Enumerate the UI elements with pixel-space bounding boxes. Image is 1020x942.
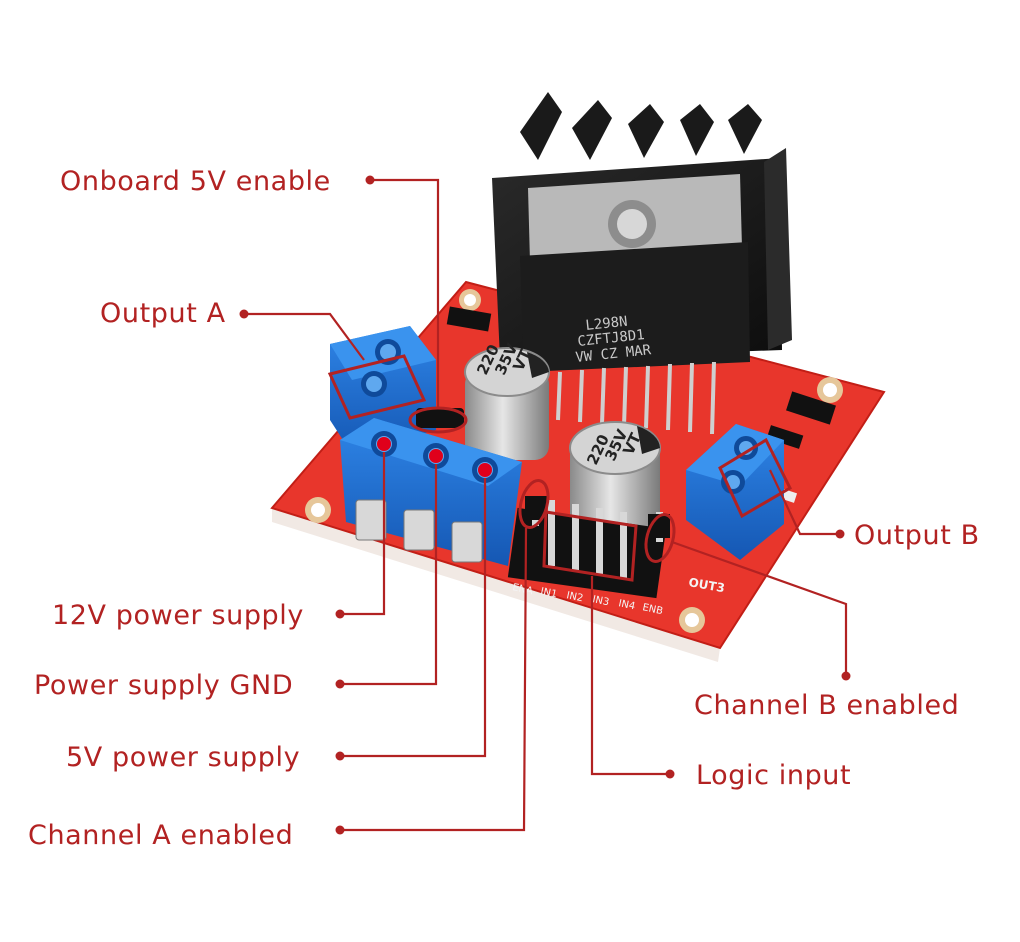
output-b-leader (769, 469, 840, 536)
label-output-a: Output A (100, 298, 226, 329)
capacitor-1: 220 35V VT (464, 340, 550, 460)
label-logic-input: Logic input (696, 760, 851, 791)
power-gnd-point (429, 449, 443, 463)
highlight-marks (327, 354, 792, 582)
label-12v-power-supply: 12V power supply (52, 600, 304, 631)
power-5v-point (478, 463, 492, 477)
annotation-labels: Onboard 5V enable Output A Output B 12V … (28, 166, 980, 851)
pin-label-in3: IN3 (591, 594, 610, 608)
output-b-highlight (718, 437, 792, 519)
pin-label-in4: IN4 (617, 598, 636, 612)
label-onboard-5v-enable: Onboard 5V enable (60, 166, 331, 197)
label-output-b: Output B (854, 520, 980, 551)
power-12v-leader (340, 452, 386, 616)
onboard-5v-leader (370, 178, 440, 408)
header-pin-labels: ENA IN1 IN2 IN3 IN4 ENB (511, 582, 664, 617)
capacitor-2: 220 35V VT (569, 421, 661, 542)
pin-label-ena: ENA (511, 582, 534, 597)
power-5v-leader (340, 478, 487, 758)
l298n-chip: L298N CZFTJ8D1 VW CZ MAR (520, 242, 750, 435)
power-gnd-leader (340, 464, 438, 686)
output-a-highlight (327, 354, 427, 420)
logic-header (507, 496, 670, 599)
mounting-holes (305, 289, 843, 633)
leader-lines (239, 175, 851, 835)
l298n-board: L298N CZFTJ8D1 VW CZ MAR 220 35V VT (270, 92, 886, 662)
logic-input-highlight (542, 510, 638, 582)
chip-marking-line1: L298N (585, 314, 629, 334)
channel-a-highlight (518, 479, 550, 529)
channel-a-leader (340, 527, 528, 832)
label-5v-power-supply: 5V power supply (66, 742, 300, 773)
logic-input-leader (590, 576, 670, 776)
chip-marking-line2: CZFTJ8D1 (577, 327, 646, 350)
channel-b-leader (671, 540, 848, 676)
label-power-supply-gnd: Power supply GND (34, 670, 293, 701)
output-a-leader (244, 312, 365, 361)
chip-marking-line3: VW CZ MAR (575, 342, 653, 366)
label-channel-b-enabled: Channel B enabled (694, 690, 959, 721)
pin-label-enb: ENB (641, 602, 664, 617)
label-channel-a-enabled: Channel A enabled (28, 820, 293, 851)
power-12v-point (377, 437, 391, 451)
pin-label-in1: IN1 (539, 586, 558, 600)
chip-legs (556, 361, 716, 435)
out3-silk-label: OUT3 (687, 575, 725, 595)
onboard-5v-jumper (416, 408, 464, 428)
pin-label-in2: IN2 (565, 590, 584, 604)
